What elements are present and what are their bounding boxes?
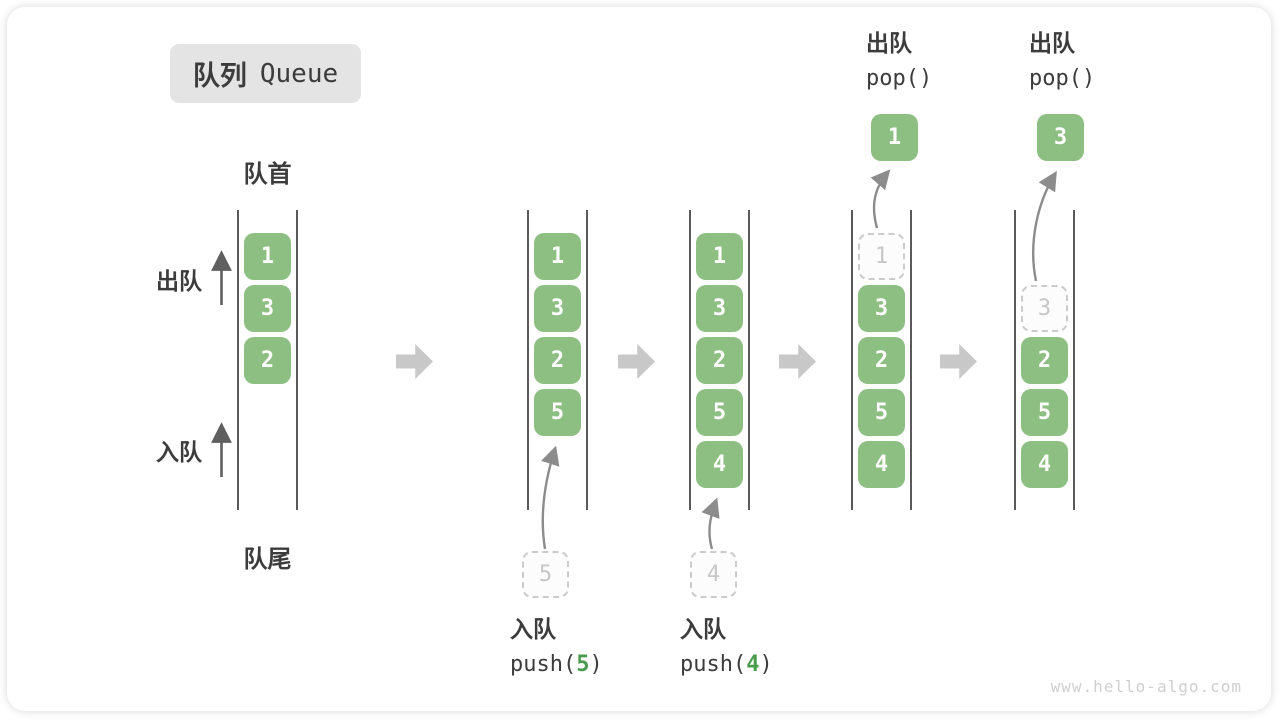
queue-rear-label: 队尾 — [243, 546, 292, 573]
queue-slot: 5 — [858, 389, 905, 436]
op-push-4: 入队 push(4) — [680, 616, 773, 677]
operation-code: pop() — [866, 66, 932, 91]
queue-wall-right — [1073, 210, 1075, 510]
queue-slot: 4 — [696, 441, 743, 488]
queue-slot: 2 — [858, 337, 905, 384]
queue-slot: 2 — [244, 337, 291, 384]
queue-state-after-push4: 1 3 2 5 4 — [689, 210, 750, 510]
operation-label: 出队 — [1029, 30, 1075, 56]
queue-slot: 5 — [696, 389, 743, 436]
incoming-value-5: 5 — [522, 551, 569, 598]
queue-wall-right — [296, 210, 298, 510]
queue-wall-right — [910, 210, 912, 510]
diagram-title-en: Queue — [259, 58, 339, 89]
popped-value-3: 3 — [1037, 114, 1084, 161]
operation-code-text: push( — [510, 652, 577, 677]
operation-code-text: ) — [759, 652, 773, 677]
queue-wall-left — [527, 210, 529, 510]
operation-code-text: push( — [680, 652, 747, 677]
op-pop-3: 出队 pop() — [1029, 30, 1095, 91]
operation-arg: 5 — [576, 652, 590, 677]
queue-slot: 3 — [534, 285, 581, 332]
queue-wall-left — [1014, 210, 1016, 510]
queue-slot: 2 — [696, 337, 743, 384]
queue-wall-left — [689, 210, 691, 510]
operation-label: 出队 — [866, 30, 912, 56]
queue-slot-dashed: 1 — [858, 233, 905, 280]
queue-wall-right — [748, 210, 750, 510]
queue-slot-dashed: 3 — [1021, 285, 1068, 332]
popped-value-1: 1 — [871, 114, 918, 161]
operation-code-text: ) — [589, 652, 603, 677]
queue-slot: 4 — [858, 441, 905, 488]
queue-state-after-pop3: 3 2 5 4 — [1014, 210, 1075, 510]
operation-code-text: pop() — [866, 66, 933, 91]
queue-wall-right — [586, 210, 588, 510]
op-push-5: 入队 push(5) — [510, 616, 603, 677]
queue-slot: 4 — [1021, 441, 1068, 488]
operation-code: pop() — [1029, 66, 1095, 91]
queue-wall-left — [237, 210, 239, 510]
queue-wall-left — [851, 210, 853, 510]
queue-state-initial: 1 3 2 — [237, 210, 298, 510]
queue-state-after-pop1: 1 3 2 5 4 — [851, 210, 912, 510]
queue-state-after-push5: 1 3 2 5 — [527, 210, 588, 510]
diagram-title-box: 队列 Queue — [170, 44, 361, 103]
queue-slot: 2 — [534, 337, 581, 384]
queue-slot: 5 — [534, 389, 581, 436]
watermark: www.hello-algo.com — [1050, 677, 1242, 696]
queue-slot: 3 — [244, 285, 291, 332]
queue-front-label: 队首 — [243, 161, 292, 188]
queue-slot: 1 — [244, 233, 291, 280]
flow-arrow-icon — [618, 344, 655, 379]
flow-arrow-icon — [779, 344, 816, 379]
dequeue-side-label: 出队 — [156, 268, 202, 294]
queue-slot: 1 — [534, 233, 581, 280]
operation-code: push(4) — [680, 652, 773, 677]
operation-arg: 4 — [746, 652, 760, 677]
op-pop-1: 出队 pop() — [866, 30, 932, 91]
queue-slot: 1 — [696, 233, 743, 280]
queue-slot: 3 — [696, 285, 743, 332]
flow-arrow-icon — [396, 344, 433, 379]
queue-slot: 5 — [1021, 389, 1068, 436]
operation-code-text: pop() — [1029, 66, 1096, 91]
enqueue-side-label: 入队 — [156, 439, 202, 465]
operation-label: 入队 — [510, 616, 556, 642]
queue-slot: 2 — [1021, 337, 1068, 384]
operation-code: push(5) — [510, 652, 603, 677]
diagram-title-zh: 队列 — [192, 61, 247, 91]
incoming-value-4: 4 — [690, 551, 737, 598]
flow-arrow-icon — [940, 344, 977, 379]
operation-label: 入队 — [680, 616, 726, 642]
queue-slot: 3 — [858, 285, 905, 332]
